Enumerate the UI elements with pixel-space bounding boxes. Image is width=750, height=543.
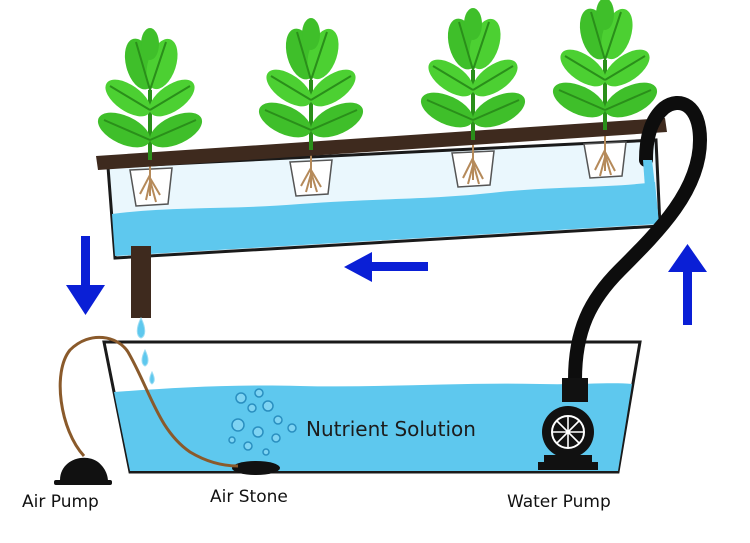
air-pump bbox=[54, 457, 112, 485]
water-droplets bbox=[136, 316, 155, 385]
plant bbox=[545, 0, 665, 132]
plant bbox=[251, 16, 371, 152]
flow-arrows bbox=[66, 236, 707, 325]
air-bubbles bbox=[228, 388, 297, 456]
channel-water bbox=[112, 182, 659, 256]
net-cup bbox=[129, 160, 173, 207]
water-pump-label: Water Pump bbox=[507, 492, 611, 512]
net-cup bbox=[451, 143, 495, 188]
arrow-up-icon bbox=[668, 244, 707, 325]
drain-pipe bbox=[131, 246, 151, 318]
net-cup bbox=[583, 134, 627, 179]
air-pump-label: Air Pump bbox=[22, 492, 99, 512]
net-cups bbox=[129, 134, 627, 207]
water-pump bbox=[538, 378, 598, 470]
grow-channel bbox=[106, 138, 662, 318]
nutrient-solution-label: Nutrient Solution bbox=[306, 417, 476, 441]
arrow-down-icon bbox=[66, 236, 105, 315]
plant bbox=[90, 26, 210, 162]
channel-rail bbox=[96, 118, 667, 170]
reservoir bbox=[102, 340, 642, 474]
reservoir-water bbox=[114, 383, 632, 471]
outlet-stream bbox=[643, 160, 655, 188]
plant bbox=[413, 6, 533, 142]
air-stone bbox=[232, 461, 280, 475]
arrow-left-icon bbox=[344, 252, 428, 282]
return-hose bbox=[568, 96, 708, 387]
net-cup bbox=[289, 152, 333, 197]
air-stone-label: Air Stone bbox=[210, 487, 288, 507]
air-line bbox=[58, 335, 239, 468]
